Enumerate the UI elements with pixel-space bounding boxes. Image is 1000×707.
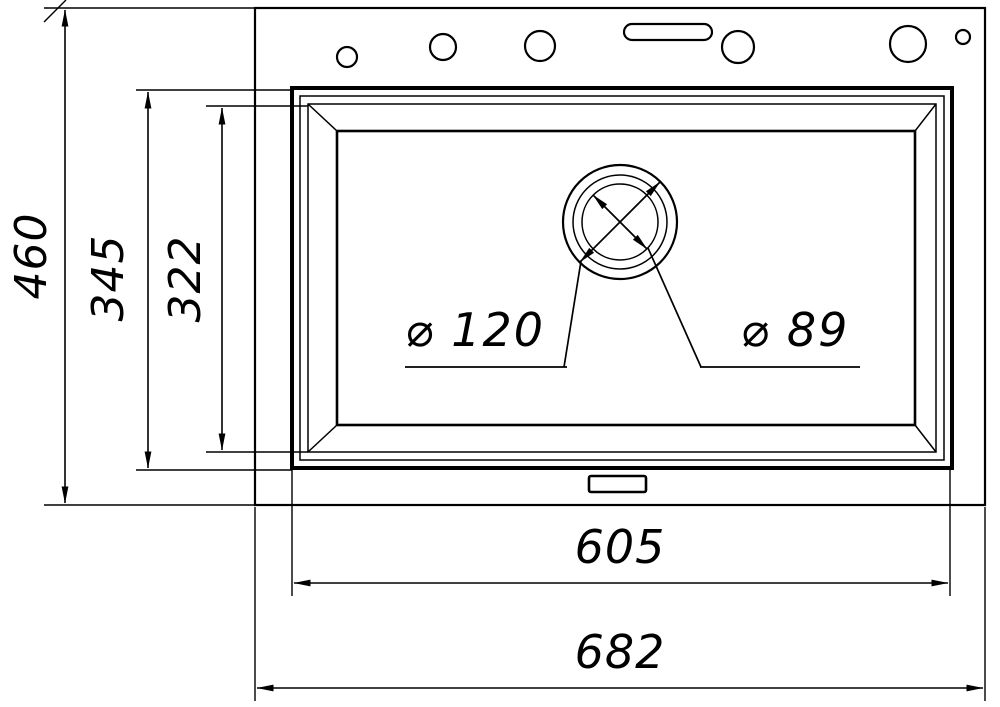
dia89-cross-line [592,194,648,250]
bowl-rim-inner [307,103,937,453]
bowl-rim-mid [299,95,945,461]
dia89-leader [647,247,702,368]
dim605-value: 605 [575,520,666,574]
drain-circle-outer [561,163,679,281]
dia120-leader [563,260,582,368]
faucet-hole-3 [523,29,557,63]
bowl-corner-diag-br [914,424,937,453]
dim-605: 605 [291,470,951,596]
sink-outer-rect [253,6,987,507]
drain-callouts: ⌀ 120 ⌀ 89 [405,163,860,368]
bowl-bottom [335,129,917,427]
bowl-corner-diag-tl [307,103,338,132]
dim345-value: 345 [83,235,134,322]
dim682-value: 682 [575,625,666,679]
faucet-hole-5 [888,24,928,64]
faucet-hole-4 [720,29,756,65]
faucet-hole-1 [335,45,359,69]
bowl [290,86,954,470]
corner-hole [954,28,972,46]
dim-460: 460 [6,0,255,506]
deck-holes [335,22,972,69]
bowl-corner-diag-bl [307,424,338,453]
dia89-label: ⌀ 89 [741,303,850,357]
bowl-rim-outer [290,86,954,470]
deck-slot [622,22,714,42]
dim322-value: 322 [160,236,211,323]
dim460-oblique-tick [43,0,67,23]
dim-345: 345 [83,89,292,471]
dim-682: 682 [254,507,986,701]
drain-circle-mid [572,174,668,270]
faucet-hole-2 [428,32,458,62]
dia120-label: ⌀ 120 [405,303,545,357]
dim460-value: 460 [6,213,57,300]
bowl-corner-diag-tr [914,103,937,132]
sink-body [253,6,987,507]
dim-322: 322 [160,105,308,453]
overflow-slot [587,474,648,494]
